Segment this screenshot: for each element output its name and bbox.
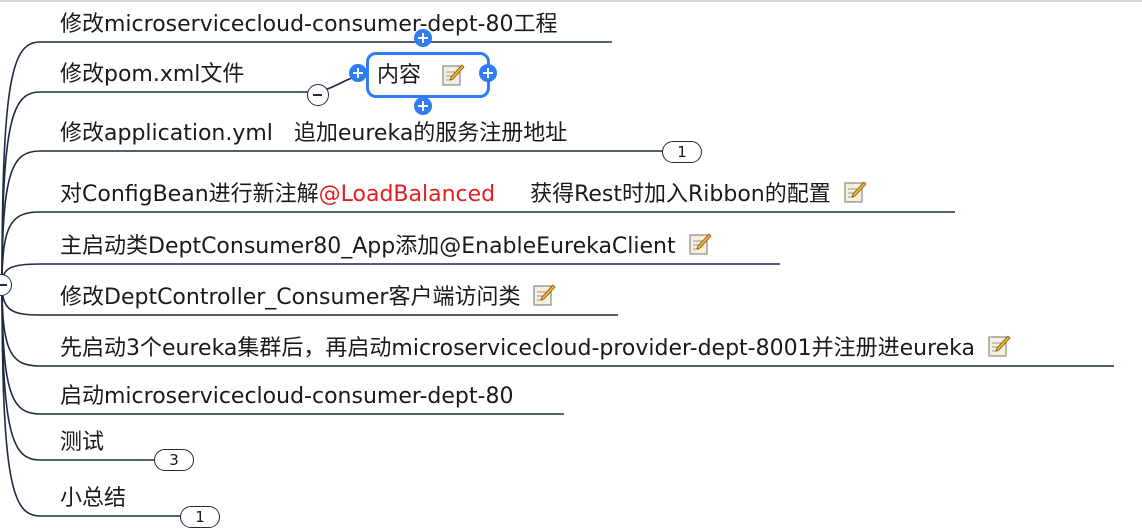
text-segment: 先启动3个eureka集群后，再启动microservicecloud-prov… [60,336,976,361]
branch-node-2[interactable]: 修改pom.xml文件 [60,60,244,90]
branch-node-10[interactable]: 小总结 [60,484,126,514]
branch-node-text: 主启动类DeptConsumer80_App添加@EnableEurekaCli… [60,234,676,259]
collapsed-children-count-badge[interactable]: 1 [662,141,702,163]
branch-node-text: 修改pom.xml文件 [60,62,244,87]
branch-node-9[interactable]: 测试 [60,428,104,458]
branch-node-text: 修改application.yml 追加eureka的服务注册地址 [60,121,567,146]
add-bottom-handle[interactable] [414,97,432,115]
text-segment: 修改application.yml 追加eureka的服务注册地址 [60,121,568,146]
branch-connector-10 [1,284,182,517]
text-segment: 对ConfigBean进行新注解 [60,182,319,207]
selected-node-label: 内容 [377,63,422,88]
branch-node-text: 先启动3个eureka集群后，再启动microservicecloud-prov… [60,336,975,361]
branch-node-text: 修改microservicecloud-consumer-dept-80工程 [60,12,557,37]
branch-node-3[interactable]: 修改application.yml 追加eureka的服务注册地址 [60,119,567,149]
branch-node-6[interactable]: 修改DeptController_Consumer客户端访问类 [60,283,557,313]
branch-connector-5 [1,263,780,286]
branch-node-text: 修改DeptController_Consumer客户端访问类 [60,285,520,310]
branch-node-text: 启动microservicecloud-consumer-dept-80 [60,384,513,409]
branch-node-text: 小总结 [60,486,126,511]
text-segment: 启动microservicecloud-consumer-dept-80 [60,384,514,409]
text-segment: 主启动类DeptConsumer80_App添加@EnableEurekaCli… [60,234,676,259]
branch-node-7[interactable]: 先启动3个eureka集群后，再启动microservicecloud-prov… [60,334,1011,364]
branch-node-text: 测试 [60,430,104,455]
branch-node-text: 对ConfigBean进行新注解@LoadBalanced 获得Rest时加入R… [60,182,831,207]
note-pencil-icon[interactable] [987,334,1011,358]
collapse-button-pom[interactable] [307,84,329,106]
note-pencil-icon[interactable] [843,180,867,204]
note-pencil-icon[interactable] [688,232,712,256]
add-right-handle[interactable] [479,64,497,82]
branch-connector-4 [1,211,955,286]
text-segment: 修改DeptController_Consumer客户端访问类 [60,285,521,310]
branch-connector-3 [1,150,664,286]
text-segment: 获得Rest时加入Ribbon的配置 [495,182,831,207]
canvas-top-border [0,0,1142,2]
highlighted-annotation: @LoadBalanced [318,182,496,207]
branch-node-5[interactable]: 主启动类DeptConsumer80_App添加@EnableEurekaCli… [60,232,712,262]
text-segment: 测试 [60,430,105,455]
add-left-handle[interactable] [349,64,367,82]
branch-node-4[interactable]: 对ConfigBean进行新注解@LoadBalanced 获得Rest时加入R… [60,180,867,210]
add-top-handle[interactable] [414,29,432,47]
branch-connector-2 [1,91,310,286]
branch-node-8[interactable]: 启动microservicecloud-consumer-dept-80 [60,382,513,412]
text-segment: 修改microservicecloud-consumer-dept-80工程 [60,12,558,37]
text-segment: 小总结 [60,486,127,511]
branch-node-1[interactable]: 修改microservicecloud-consumer-dept-80工程 [60,10,557,40]
selected-child-node[interactable]: 内容 [366,52,490,98]
text-segment: 修改pom.xml文件 [60,62,245,87]
collapsed-children-count-badge[interactable]: 1 [180,506,220,528]
note-pencil-icon[interactable] [532,283,557,307]
collapsed-children-count-badge[interactable]: 3 [154,449,194,471]
note-pencil-icon[interactable] [441,63,465,87]
